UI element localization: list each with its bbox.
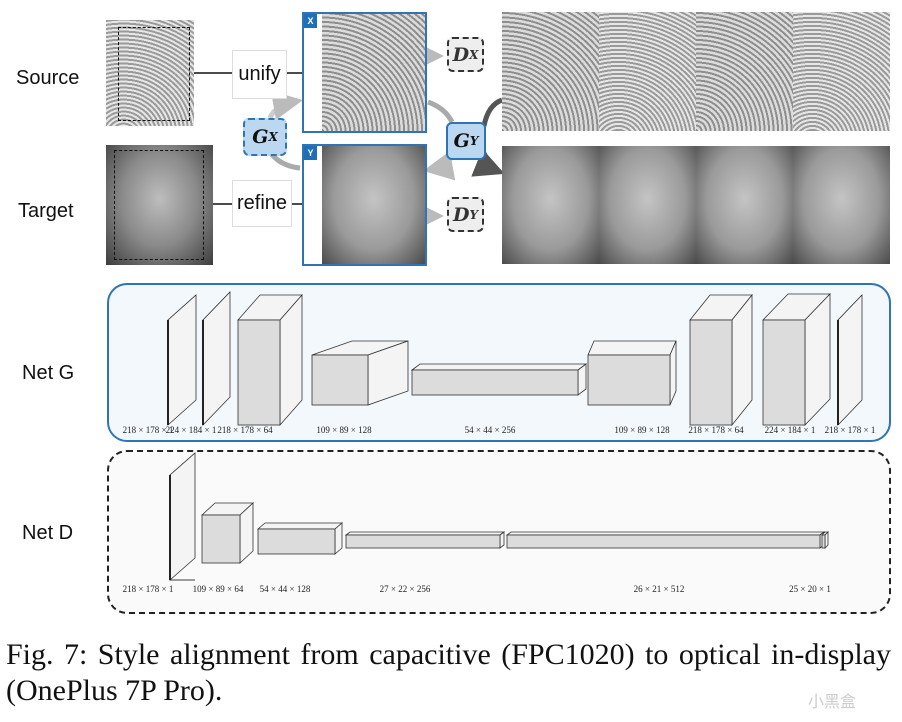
domain-y-badge: Y	[304, 146, 317, 160]
net-g-label: Net G	[22, 362, 75, 384]
domain-x-image	[322, 14, 425, 131]
gy-text: G	[453, 130, 470, 152]
gx-text: G	[252, 126, 269, 148]
source-samples-strip	[502, 12, 890, 131]
sample-image	[793, 146, 890, 264]
sample-image	[502, 12, 599, 131]
crop-box	[118, 27, 190, 121]
layer-block	[410, 363, 588, 396]
figure-caption: Fig. 7: Style alignment from capacitive …	[6, 638, 891, 707]
layer-block	[167, 294, 197, 426]
dx-sub: X	[469, 47, 479, 62]
crop-box	[114, 150, 204, 260]
sample-image	[696, 12, 793, 131]
layer-block	[200, 502, 255, 564]
watermark: 小黑盒	[808, 694, 857, 711]
layer-block	[505, 531, 826, 549]
net-d-layers	[169, 452, 829, 581]
refine-op: refine	[232, 180, 292, 227]
domain-x-badge: X	[304, 14, 317, 28]
layer-dimension-label: 25 × 20 × 1	[789, 584, 831, 594]
sample-image	[793, 12, 890, 131]
layer-dimension-label: 218 × 178 × 1	[122, 584, 174, 594]
layer-dimension-label: 54 × 44 × 256	[464, 425, 516, 435]
layer-dimension-label: 109 × 89 × 128	[316, 425, 372, 435]
domain-y-frame: Y	[302, 144, 427, 266]
layer-block	[202, 291, 231, 426]
net-d-label: Net D	[22, 522, 74, 544]
sample-image	[599, 12, 696, 131]
domain-y-image	[322, 146, 425, 264]
dx-text: D	[452, 43, 470, 66]
domain-x-frame: X	[302, 12, 427, 133]
layer-block	[689, 293, 753, 427]
dy-sub: Y	[469, 207, 479, 222]
layer-dimension-label: 224 × 184 × 1	[165, 425, 217, 435]
layer-block	[256, 522, 344, 555]
layer-dimension-label: 109 × 89 × 64	[192, 584, 244, 594]
target-fingerprint-image	[106, 145, 213, 265]
layer-dimension-label: 224 × 184 × 1	[764, 425, 816, 435]
sample-image	[599, 146, 696, 264]
layer-block	[837, 294, 863, 426]
layer-block	[344, 531, 506, 549]
layer-dimension-label: 26 × 21 × 512	[633, 584, 685, 594]
source-fingerprint-image	[106, 20, 194, 126]
net-g-layers	[167, 291, 863, 427]
unify-op: unify	[232, 50, 287, 99]
source-label: Source	[16, 67, 80, 89]
gy-sub: Y	[469, 134, 479, 148]
target-label: Target	[18, 200, 74, 222]
sample-image	[696, 146, 793, 264]
layer-dimension-label: 218 × 178 × 1	[122, 425, 174, 435]
layer-dimension-label: 218 × 178 × 64	[217, 425, 273, 435]
sample-image	[502, 146, 599, 264]
dy-text: D	[452, 203, 470, 226]
layer-dimension-label: 27 × 22 × 256	[379, 584, 431, 594]
layer-dimension-label: 218 × 178 × 1	[824, 425, 876, 435]
target-samples-strip	[502, 146, 890, 264]
layer-dimension-label: 218 × 178 × 64	[688, 425, 744, 435]
gx-sub: X	[268, 130, 278, 144]
layer-block	[587, 340, 677, 406]
layer-block	[169, 452, 196, 581]
layer-block	[821, 531, 829, 549]
layer-block	[311, 340, 409, 406]
layer-dimension-label: 109 × 89 × 128	[614, 425, 670, 435]
layer-dimension-label: 54 × 44 × 128	[259, 584, 311, 594]
layer-block	[762, 293, 831, 426]
layer-block	[237, 293, 303, 427]
